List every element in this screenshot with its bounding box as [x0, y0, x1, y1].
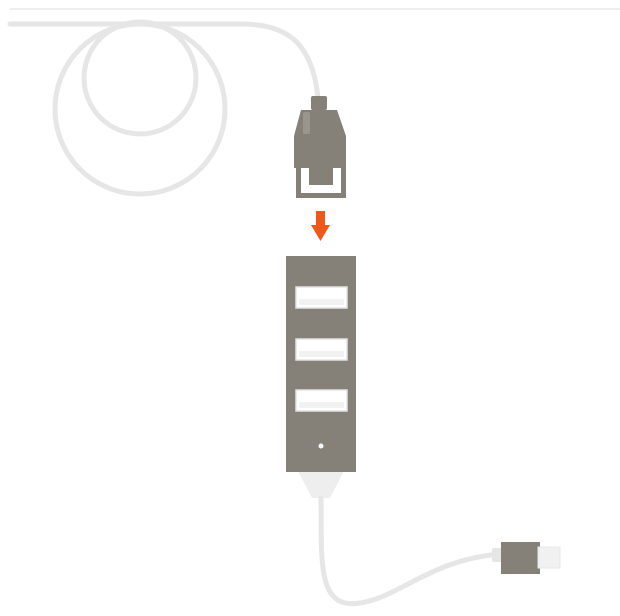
ethernet-cable — [10, 22, 318, 194]
usb-hub-icon — [286, 256, 356, 498]
status-led — [319, 444, 324, 449]
rj45-plug-icon — [294, 96, 346, 198]
arrow-down-icon — [311, 211, 330, 241]
usb-cable — [321, 498, 500, 604]
usb-a-plug-icon — [492, 542, 560, 574]
